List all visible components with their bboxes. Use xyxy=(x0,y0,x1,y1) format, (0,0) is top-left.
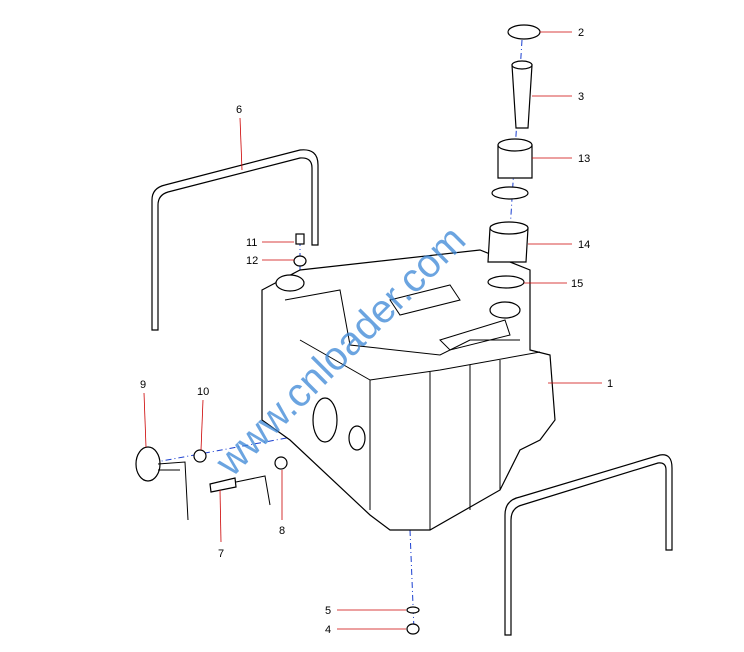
callout-8: 8 xyxy=(279,525,285,537)
callout-2: 2 xyxy=(578,27,584,39)
part-10-grommet xyxy=(193,449,207,463)
callout-13: 13 xyxy=(578,153,590,165)
fuel-tank xyxy=(261,249,556,531)
callout-11: 11 xyxy=(246,237,257,249)
part-8-grommet xyxy=(274,456,288,470)
part-3-strainer xyxy=(511,64,533,129)
part-11-bolt xyxy=(295,233,305,245)
part-12-nut xyxy=(293,255,307,267)
callout-14: 14 xyxy=(578,239,590,251)
callout-5: 5 xyxy=(325,605,331,617)
callout-4: 4 xyxy=(325,624,331,636)
callout-10: 10 xyxy=(197,386,209,398)
part-9-sender-plate xyxy=(135,446,161,482)
vertical-axis-drain xyxy=(409,529,415,631)
part-15-hose-clamp-upper xyxy=(491,186,529,200)
callout-15: 15 xyxy=(571,278,583,290)
callout-1: 1 xyxy=(607,378,613,390)
callout-9: 9 xyxy=(140,379,146,391)
part-7-sensor xyxy=(209,477,237,493)
part-6-tank-strap xyxy=(151,149,319,331)
part-15-hose-clamp xyxy=(487,275,525,289)
callout-6: 6 xyxy=(236,104,242,116)
callout-3: 3 xyxy=(578,91,584,103)
part-4-drain-plug xyxy=(406,623,420,635)
part-2-filler-cap xyxy=(507,24,541,40)
callout-12: 12 xyxy=(246,255,258,267)
callout-7: 7 xyxy=(218,548,224,560)
part-5-washer xyxy=(406,606,420,614)
part-6-tank-strap-right xyxy=(504,454,673,636)
